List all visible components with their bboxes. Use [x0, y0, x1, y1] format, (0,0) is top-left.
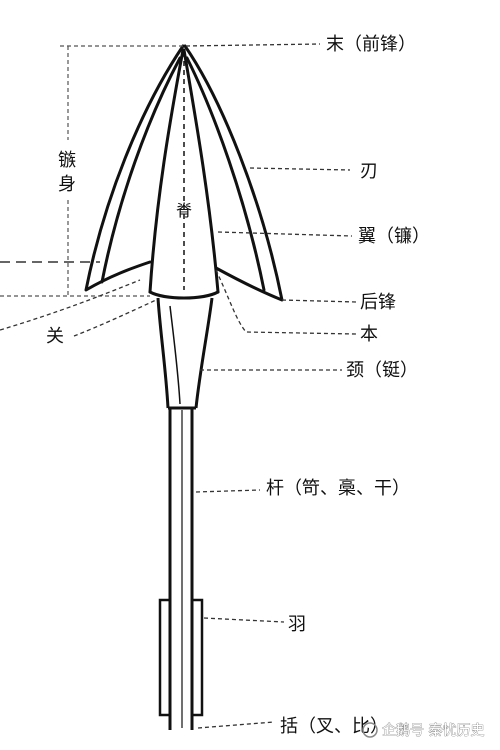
leader-wing: [217, 231, 353, 237]
label-neck: 颈（铤）: [346, 360, 418, 381]
label-base: 本: [360, 324, 378, 345]
label-edge: 刃: [360, 161, 378, 182]
watermark-logo-icon: [362, 722, 378, 738]
neck-inner: [169, 305, 181, 405]
label-body-char2: 身: [58, 174, 76, 195]
label-rear-barb: 后锋: [360, 292, 396, 313]
leader-base: [215, 269, 357, 335]
shaft: [168, 408, 194, 730]
label-wing: 翼（镰）: [358, 226, 430, 247]
left-wing-outline: [84, 44, 185, 292]
leader-edge: [249, 167, 351, 171]
leader-lines: [0, 43, 357, 729]
right-wing-outline: [183, 44, 284, 302]
label-shaft: 杆（笴、槀、干）: [266, 478, 410, 499]
leader-tip: [185, 43, 321, 47]
label-body-char1: 镞: [58, 150, 76, 171]
label-nock: 括（叉、比）: [280, 716, 388, 737]
neck: [156, 297, 214, 410]
leader-guard-2: [73, 299, 157, 337]
blade-right-edge: [182, 48, 220, 294]
right-wing-inner: [185, 56, 266, 292]
label-tip: 末（前锋）: [326, 34, 416, 55]
watermark: 企鹅号 秦忧历史: [362, 722, 485, 739]
leader-feather: [203, 617, 285, 623]
leader-guard: [0, 279, 141, 331]
left-wing-inner: [100, 56, 182, 284]
fletch-left: [158, 598, 172, 717]
arrowhead: [84, 44, 284, 302]
label-guard: 关: [46, 326, 64, 347]
label-feather: 羽: [288, 614, 306, 635]
watermark-text: 企鹅号 秦忧历史: [382, 722, 484, 739]
leader-shaft: [195, 489, 261, 493]
leader-rear: [281, 299, 357, 303]
neck-left: [156, 297, 170, 409]
fletching: [158, 598, 204, 717]
fletch-right: [190, 598, 204, 717]
body-bracket: [0, 45, 183, 297]
leader-nock: [197, 721, 275, 729]
blade-left-edge: [148, 48, 185, 294]
label-spine: 脊: [176, 201, 192, 220]
blade-base: [148, 290, 220, 300]
neck-right: [194, 297, 214, 409]
